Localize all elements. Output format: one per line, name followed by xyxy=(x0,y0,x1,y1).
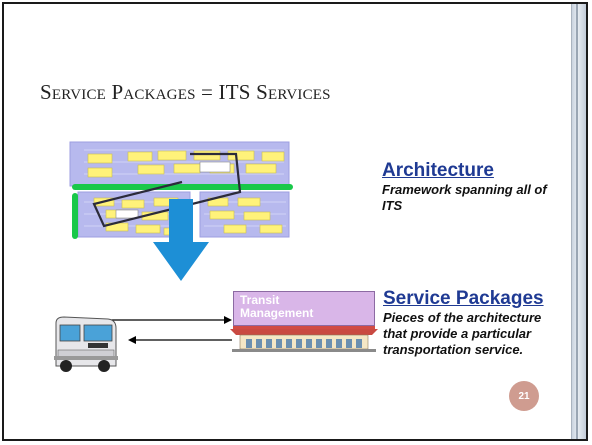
arrow-to-bus-head xyxy=(128,336,136,344)
down-arrow-icon xyxy=(153,199,209,281)
arrow-to-center-head xyxy=(224,316,232,324)
slide-title: Service Packages = ITS Services xyxy=(40,80,331,104)
building-icon xyxy=(230,325,378,352)
service-packages-heading: Service Packages xyxy=(383,288,544,309)
slide: Service Packages = ITS Services xyxy=(2,2,588,441)
bus-icon xyxy=(54,316,118,372)
architecture-diagram xyxy=(54,141,378,372)
transit-management-label: Transit Management xyxy=(240,293,314,320)
architecture-heading: Architecture xyxy=(382,160,494,181)
horizontal-bus-bar xyxy=(72,184,293,190)
service-packages-description: Pieces of the architecture that provide … xyxy=(383,310,542,357)
slide-side-bar xyxy=(571,4,586,439)
page-number-badge: 21 xyxy=(509,381,539,411)
vertical-bus-bar xyxy=(72,193,78,239)
transit-management-box: Transit Management xyxy=(233,291,375,326)
architecture-description: Framework spanning all of ITS xyxy=(382,182,547,213)
